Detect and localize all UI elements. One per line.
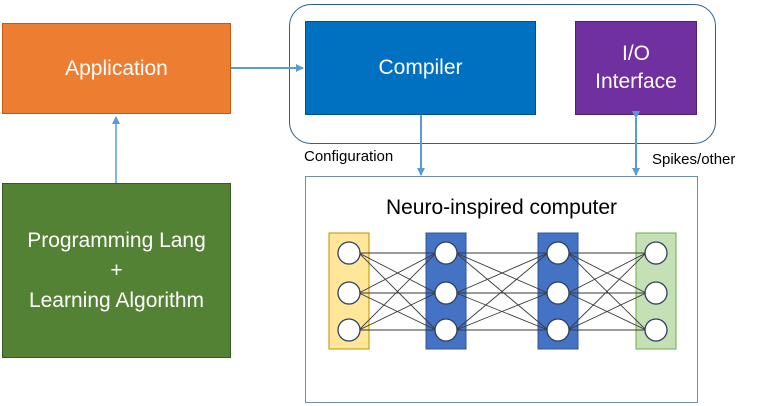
hidden-layer-1-neuron bbox=[434, 241, 458, 265]
hidden-layer-1-neuron bbox=[434, 318, 458, 342]
synapse-connection bbox=[455, 292, 549, 331]
synapse-connection bbox=[567, 292, 647, 331]
compiler-io-group bbox=[289, 4, 716, 144]
input-layer-neuron bbox=[337, 281, 361, 305]
hidden-layer-2-neuron bbox=[546, 281, 570, 305]
synapse-connection bbox=[455, 252, 549, 331]
input-layer-neuron bbox=[337, 318, 361, 342]
learning-algorithm-label: Learning Algorithm bbox=[28, 288, 205, 312]
io-label: I/O bbox=[621, 42, 650, 65]
interface-label: Interface bbox=[595, 70, 677, 93]
compiler-label: Compiler bbox=[378, 56, 463, 79]
hidden-layer-1-neuron bbox=[434, 281, 458, 305]
compiler-block: Compiler bbox=[305, 21, 536, 115]
synapse-connection bbox=[567, 252, 647, 331]
application-label: Application bbox=[65, 56, 168, 80]
output-layer-neuron bbox=[644, 241, 668, 265]
output-layer-neuron bbox=[644, 318, 668, 342]
output-layer-neuron bbox=[644, 281, 668, 305]
plus-label: + bbox=[110, 258, 123, 282]
synapse-connection bbox=[567, 252, 647, 294]
hidden-layer-2-neuron bbox=[546, 318, 570, 342]
neuro-computer-block bbox=[305, 176, 698, 403]
programming-block: Programming Lang + Learning Algorithm bbox=[2, 183, 231, 358]
hidden-layer-2-neuron bbox=[546, 241, 570, 265]
io-interface-block: I/O Interface bbox=[575, 21, 697, 115]
spikes-label: Spikes/other bbox=[652, 151, 736, 168]
programming-lang-label: Programming Lang bbox=[27, 228, 206, 252]
input-layer-neuron bbox=[337, 241, 361, 265]
configuration-label: Configuration bbox=[304, 148, 394, 165]
computer-title: Neuro-inspired computer bbox=[385, 196, 618, 219]
application-block: Application bbox=[2, 23, 231, 114]
synapse-connection bbox=[455, 252, 549, 294]
synapse-connection bbox=[358, 252, 437, 294]
synapse-connection bbox=[358, 292, 437, 331]
synapse-connection bbox=[358, 252, 437, 331]
